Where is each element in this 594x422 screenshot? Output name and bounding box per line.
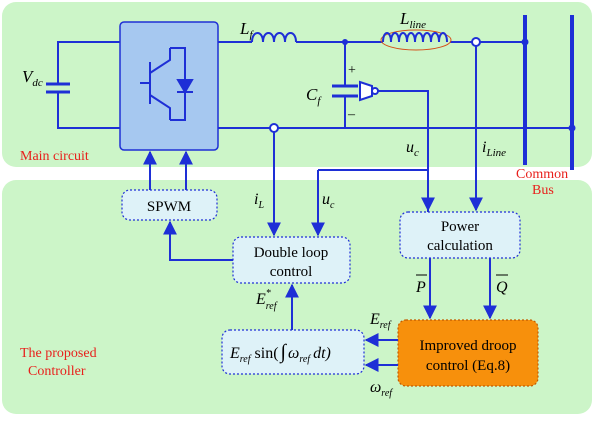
double-loop-line2: control (270, 264, 313, 280)
estar-signal-label: E*ref (255, 288, 278, 312)
lline-label: Lline (399, 9, 426, 31)
lf-label: Lf (239, 19, 254, 41)
igbt-icon (140, 47, 194, 121)
eref-signal-label: Eref (369, 311, 392, 331)
p-signal-label: P (415, 279, 426, 296)
power-calc-line1: Power (441, 219, 479, 235)
minus-sign: – (347, 107, 356, 122)
dc-capacitor (46, 82, 70, 94)
control-wiring (143, 46, 497, 372)
bus-dot-1 (521, 38, 529, 46)
controller-label-line1: The proposed (20, 346, 97, 361)
spwm-label: SPWM (147, 199, 191, 215)
power-calc-block (399, 211, 521, 259)
q-signal-label: Q (496, 279, 508, 296)
vdc-label: Vdc (22, 67, 43, 89)
voltage-probe-icon (359, 80, 429, 212)
double-loop-line1: Double loop (254, 245, 329, 261)
main-circuit-label: Main circuit (20, 149, 89, 164)
droop-line2: control (Eq.8) (426, 358, 510, 374)
common-bus-label-2: Bus (532, 183, 554, 198)
cf-capacitor (332, 42, 358, 128)
plus-sign: + (348, 63, 356, 78)
uc-main-label: uc (406, 139, 419, 159)
iline-current-sensor-icon (471, 37, 481, 47)
droop-control-block (397, 319, 539, 387)
reference-generator-block (221, 329, 365, 375)
dc-link-wiring (57, 41, 120, 129)
controller-label-line2: Controller (28, 364, 86, 379)
inverter-block (119, 21, 219, 151)
cf-label: Cf (306, 85, 322, 107)
main-circuit-panel (2, 2, 592, 167)
bus-dot-2 (568, 124, 576, 132)
power-calc-line2: calculation (427, 238, 493, 254)
uc-signal-label: uc (322, 191, 335, 211)
il-signal-label: iL (254, 191, 264, 211)
omega-signal-label: ωref (370, 379, 393, 399)
line-inductor (382, 32, 448, 43)
lf-inductor (251, 32, 297, 43)
spwm-block (121, 189, 218, 221)
il-current-sensor-icon (269, 123, 279, 133)
junction-dot (342, 39, 348, 45)
common-bus-label-1: Common (516, 167, 568, 182)
line-inductor-outline (380, 29, 452, 51)
droop-line1: Improved droop (419, 338, 516, 354)
iline-main-label: iLine (482, 139, 506, 159)
